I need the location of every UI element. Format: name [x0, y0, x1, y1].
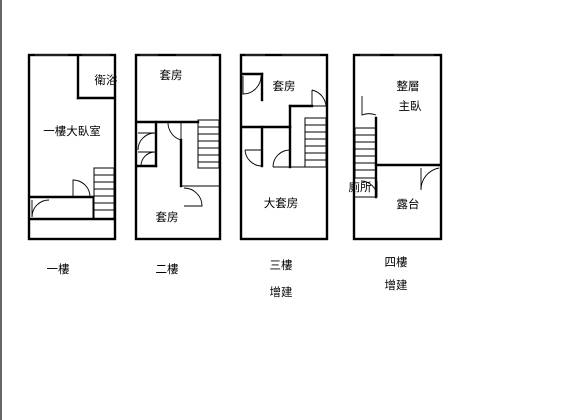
room-label: 廁所 [349, 180, 372, 194]
room-label: 大套房 [264, 196, 299, 210]
room-label: 一樓大臥室 [43, 124, 101, 138]
floor-caption: 一樓 [47, 262, 70, 276]
floor-2-stairs [197, 119, 220, 169]
floor-3-door-arc [244, 149, 263, 167]
floor-1-door-arc [31, 199, 50, 218]
room-label: 衛浴 [95, 73, 118, 87]
floor-4-door-arc [420, 167, 440, 191]
floor-caption: 二樓 [156, 262, 179, 276]
floor-1-stairs [93, 167, 115, 220]
floor-3-door-arc [242, 75, 262, 95]
floor-3-door-arc [272, 149, 291, 168]
floor-1-outline [27, 53, 117, 241]
floor-2-door-arc [167, 121, 182, 141]
room-label: 整層 [397, 79, 420, 93]
floor-caption: 四樓 [385, 255, 408, 269]
floor-note: 增建 [385, 278, 408, 292]
floor-4-stairs [354, 127, 377, 179]
floor-plan-1f: 衛浴 一樓大臥室 [27, 53, 118, 241]
floor-plan-4f: 整層 主臥 廁所 露台 [349, 53, 443, 241]
floor-plan-2f: 套房 套房 [134, 53, 222, 241]
floor-4-door-arc [360, 180, 378, 198]
floor-2-door-arc [183, 187, 203, 207]
floor-note: 增建 [270, 285, 293, 299]
room-label: 套房 [156, 210, 179, 224]
floor-3-door-arc [311, 89, 327, 107]
floor-2-door-arc [137, 132, 156, 151]
floor-2-door-arc [138, 151, 156, 167]
room-label: 露台 [397, 197, 420, 211]
floor-4-door-arc [361, 96, 377, 116]
floor-plan-3f: 套房 大套房 [239, 53, 329, 241]
floor-1-door-arc [72, 179, 91, 198]
floor-caption: 三樓 [270, 258, 293, 272]
floor-3-stairs [304, 117, 327, 168]
room-label: 主臥 [399, 99, 422, 113]
room-label: 套房 [160, 68, 183, 82]
room-label: 套房 [273, 79, 296, 93]
